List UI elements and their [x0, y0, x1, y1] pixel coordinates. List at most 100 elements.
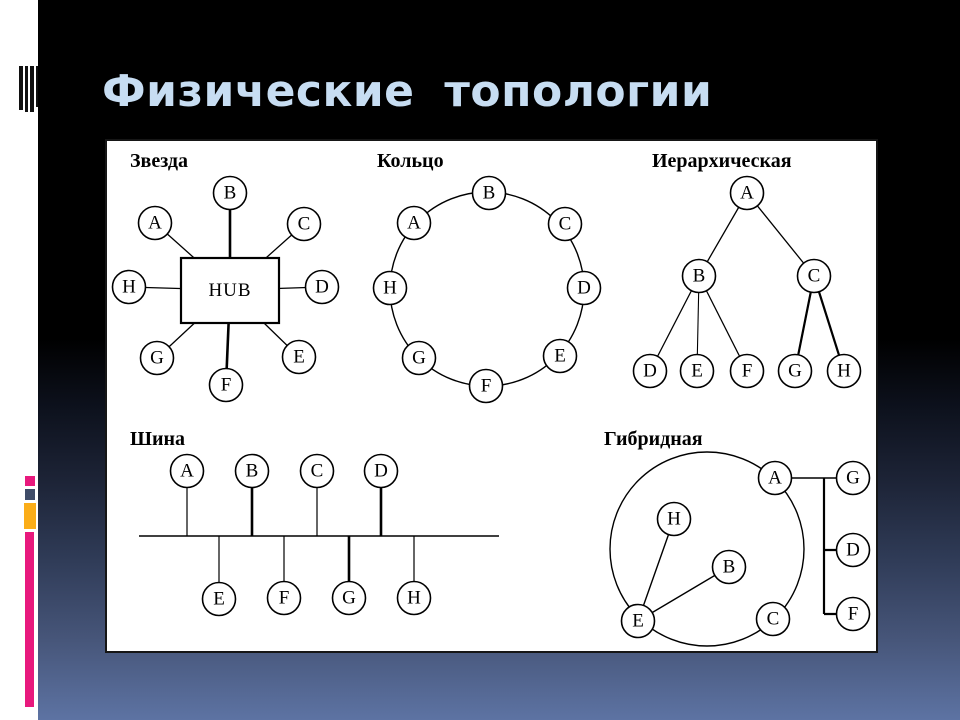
hybrid-node-H	[656, 501, 692, 537]
ring-node-label-D: D	[577, 278, 591, 299]
ring-node-E	[542, 338, 578, 374]
ring-node-F	[468, 368, 504, 404]
ring-node-label-C: C	[559, 214, 572, 235]
hybrid-node-G	[835, 460, 871, 496]
hybrid-node-label-D: D	[846, 540, 860, 561]
ring-node-C	[547, 206, 583, 242]
hybrid-node-E	[620, 603, 656, 639]
hierarchical-node-label-E: E	[691, 361, 703, 382]
bus-node-label-E: E	[213, 589, 225, 610]
hierarchical-node-H	[826, 353, 862, 389]
hierarchical-edge-2	[649, 275, 700, 372]
hierarchical-node-label-A: A	[740, 183, 754, 204]
slide-title: Физические топологии	[102, 66, 713, 117]
hierarchical-node-label-D: D	[643, 361, 657, 382]
bus-title: Шина	[130, 428, 185, 450]
star-node-label-B: B	[224, 183, 237, 204]
hybrid-node-label-G: G	[846, 468, 860, 489]
accent-square-pink	[25, 476, 35, 486]
hierarchical-node-G	[777, 353, 813, 389]
barcode-bar	[30, 66, 34, 112]
hybrid-node-C	[755, 601, 791, 637]
barcode-bar	[19, 66, 23, 110]
bus-node-label-C: C	[311, 461, 324, 482]
accent-bar-pink	[25, 532, 34, 707]
bus-node-A	[169, 453, 205, 489]
bus-node-label-G: G	[342, 588, 356, 609]
star-node-label-D: D	[315, 277, 329, 298]
star-node-F	[208, 367, 244, 403]
ring-node-D	[566, 270, 602, 306]
bus-node-label-B: B	[246, 461, 259, 482]
ring-node-label-F: F	[481, 376, 492, 397]
ring-node-label-A: A	[407, 213, 421, 234]
hierarchical-title: Иерархическая	[652, 150, 792, 172]
barcode-icon	[19, 66, 38, 112]
ring-node-A	[396, 205, 432, 241]
bus-node-label-F: F	[279, 588, 290, 609]
hierarchical-node-label-G: G	[788, 361, 802, 382]
topology-star: HUB B A C H D G E F Звезда	[111, 150, 340, 403]
star-node-G	[139, 340, 175, 376]
bus-node-D	[363, 453, 399, 489]
bus-node-label-D: D	[374, 461, 388, 482]
hybrid-node-label-H: H	[667, 509, 681, 530]
star-node-label-A: A	[148, 213, 162, 234]
accent-square-slate	[25, 489, 35, 500]
hybrid-node-B	[711, 549, 747, 585]
barcode-bar	[25, 66, 28, 112]
star-node-label-G: G	[150, 348, 164, 369]
bus-node-G	[331, 580, 367, 616]
hybrid-node-label-A: A	[768, 468, 782, 489]
bus-node-H	[396, 580, 432, 616]
star-node-C	[286, 206, 322, 242]
barcode-bar	[36, 66, 38, 107]
ring-title: Кольцо	[377, 150, 444, 172]
hierarchical-node-label-C: C	[808, 266, 821, 287]
star-hub-label: HUB	[208, 280, 251, 301]
left-margin-strip	[0, 0, 38, 720]
star-node-A	[137, 205, 173, 241]
ring-node-label-G: G	[412, 348, 426, 369]
hierarchical-edge-1	[746, 192, 815, 277]
star-hub-box	[179, 256, 281, 325]
ring-node-G	[401, 340, 437, 376]
star-node-H	[111, 269, 147, 305]
star-node-label-H: H	[122, 277, 136, 298]
hybrid-node-F	[835, 596, 871, 632]
hierarchical-node-label-F: F	[742, 361, 753, 382]
hierarchical-edge-4	[698, 275, 748, 372]
star-node-B	[212, 175, 248, 211]
hybrid-node-label-F: F	[848, 604, 859, 625]
ring-node-B	[471, 175, 507, 211]
hierarchical-node-E	[679, 353, 715, 389]
ring-node-label-E: E	[554, 346, 566, 367]
bus-node-F	[266, 580, 302, 616]
star-node-label-E: E	[293, 347, 305, 368]
star-node-label-C: C	[298, 214, 311, 235]
hybrid-node-A	[757, 460, 793, 496]
hybrid-title: Гибридная	[604, 428, 703, 450]
hybrid-node-label-B: B	[723, 557, 736, 578]
hierarchical-node-B	[681, 258, 717, 294]
ring-node-label-H: H	[383, 278, 397, 299]
star-node-label-F: F	[221, 375, 232, 396]
star-title: Звезда	[130, 150, 188, 172]
hierarchical-node-label-H: H	[837, 361, 851, 382]
hybrid-node-D	[835, 532, 871, 568]
hierarchical-node-label-B: B	[693, 266, 706, 287]
ring-node-label-B: B	[483, 183, 496, 204]
accent-square-orange	[24, 503, 36, 529]
star-node-E	[281, 339, 317, 375]
hierarchical-node-C	[796, 258, 832, 294]
hybrid-node-label-E: E	[632, 611, 644, 632]
hierarchical-node-A	[729, 175, 765, 211]
hybrid-ring-circle	[609, 451, 805, 647]
bus-node-B	[234, 453, 270, 489]
ring-node-H	[372, 270, 408, 306]
bus-node-C	[299, 453, 335, 489]
